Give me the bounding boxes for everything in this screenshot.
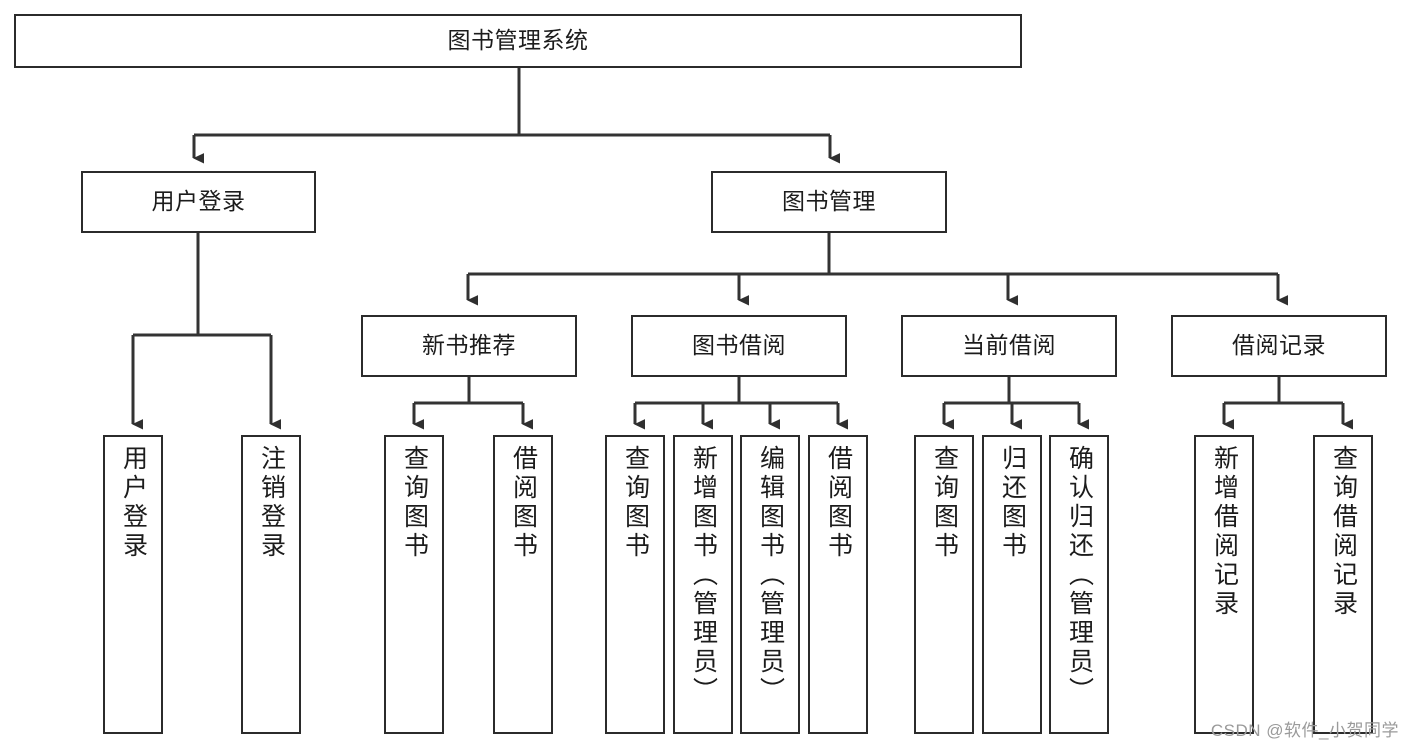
watermark-text: CSDN @软件_小贺同学 xyxy=(1210,721,1399,740)
node-label: 图书管理系统 xyxy=(447,27,589,54)
leaf-user-login-logout[interactable]: 注销登录 xyxy=(241,435,301,734)
leaf-user-login-login[interactable]: 用户登录 xyxy=(103,435,163,734)
node-label: 查询借阅记录 xyxy=(1329,445,1358,619)
leaf-current-borrow-return-books[interactable]: 归还图书 xyxy=(982,435,1042,734)
node-current-borrowing[interactable]: 当前借阅 xyxy=(901,315,1117,377)
node-label: 新书推荐 xyxy=(422,332,516,359)
node-label: 用户登录 xyxy=(151,188,246,215)
node-label: 当前借阅 xyxy=(962,332,1056,359)
leaf-book-borrow-edit-book-admin[interactable]: 编辑图书（管理员） xyxy=(740,435,800,734)
leaf-new-book-borrow-books[interactable]: 借阅图书 xyxy=(493,435,553,734)
node-book-borrowing[interactable]: 图书借阅 xyxy=(631,315,847,377)
leaf-book-borrow-query-books[interactable]: 查询图书 xyxy=(605,435,665,734)
node-label: 确认归还（管理员） xyxy=(1065,445,1094,706)
node-new-book-recommendation[interactable]: 新书推荐 xyxy=(361,315,577,377)
node-label: 编辑图书（管理员） xyxy=(756,445,785,706)
node-root-book-management-system[interactable]: 图书管理系统 xyxy=(14,14,1022,68)
leaf-book-borrow-add-book-admin[interactable]: 新增图书（管理员） xyxy=(673,435,733,734)
leaf-new-book-query-books[interactable]: 查询图书 xyxy=(384,435,444,734)
node-label: 用户登录 xyxy=(119,445,148,561)
leaf-records-query-borrow-record[interactable]: 查询借阅记录 xyxy=(1313,435,1373,734)
node-book-management[interactable]: 图书管理 xyxy=(711,171,947,233)
node-label: 查询图书 xyxy=(621,445,650,561)
node-user-login[interactable]: 用户登录 xyxy=(81,171,316,233)
node-label: 借阅图书 xyxy=(824,445,853,561)
node-label: 新增借阅记录 xyxy=(1210,445,1239,619)
node-label: 图书管理 xyxy=(782,188,876,215)
node-label: 图书借阅 xyxy=(692,332,786,359)
node-borrowing-records[interactable]: 借阅记录 xyxy=(1171,315,1387,377)
leaf-current-borrow-query-books[interactable]: 查询图书 xyxy=(914,435,974,734)
node-label: 查询图书 xyxy=(930,445,959,561)
node-label: 查询图书 xyxy=(400,445,429,561)
node-label: 注销登录 xyxy=(257,445,286,561)
node-label: 新增图书（管理员） xyxy=(689,445,718,706)
leaf-book-borrow-borrow-books[interactable]: 借阅图书 xyxy=(808,435,868,734)
node-label: 借阅图书 xyxy=(509,445,538,561)
leaf-records-add-borrow-record[interactable]: 新增借阅记录 xyxy=(1194,435,1254,734)
leaf-current-borrow-confirm-return-admin[interactable]: 确认归还（管理员） xyxy=(1049,435,1109,734)
node-label: 归还图书 xyxy=(998,445,1027,561)
node-label: 借阅记录 xyxy=(1232,332,1326,359)
